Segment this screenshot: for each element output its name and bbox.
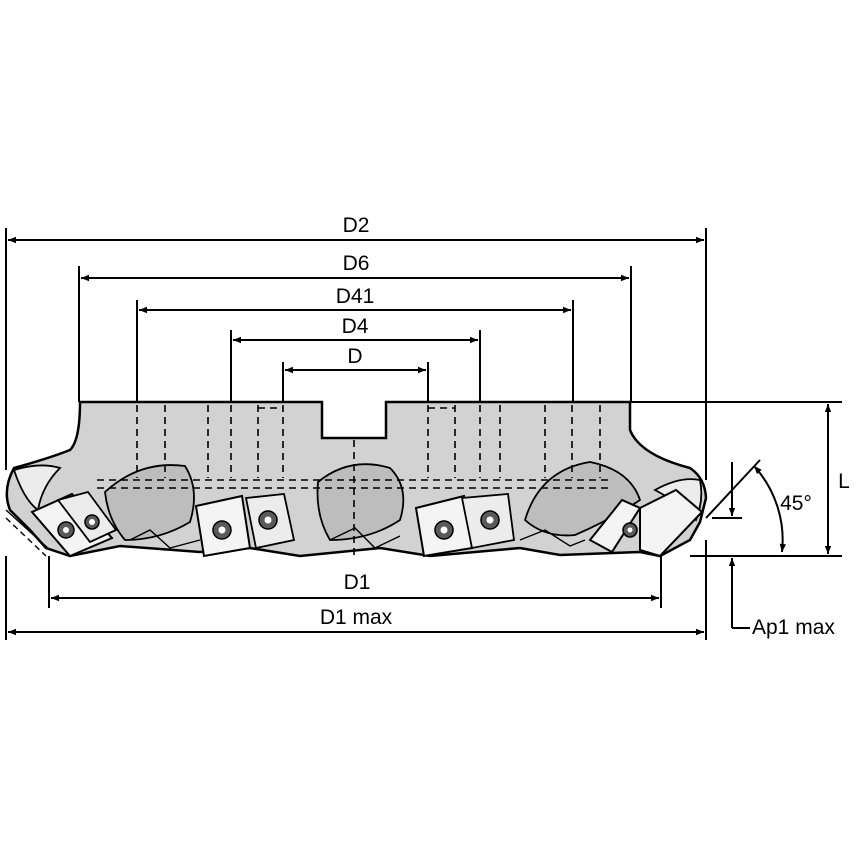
chip-pocket-2 — [316, 463, 405, 541]
label-ap1max: Ap1 max — [752, 616, 835, 639]
left-bevel — [5, 509, 51, 557]
label-d41: D41 — [336, 285, 375, 308]
label-d4: D4 — [342, 315, 369, 338]
label-d1: D1 — [344, 571, 371, 594]
dimension-lines — [8, 236, 832, 636]
insert-4 — [588, 488, 704, 558]
label-l: L — [838, 470, 850, 493]
label-d1max: D1 max — [320, 606, 393, 629]
label-d6: D6 — [343, 252, 370, 275]
edge-face-left — [12, 464, 62, 512]
label-d: D — [347, 345, 362, 368]
angle-arc — [753, 465, 787, 553]
hidden-lines — [97, 405, 610, 555]
labels: D2 D6 D41 D4 D L 45° D1 D1 max Ap1 max — [320, 214, 850, 639]
chip-pocket-1 — [104, 464, 195, 541]
insert-1 — [30, 490, 118, 558]
angle-line — [705, 459, 761, 519]
insert-2 — [194, 493, 296, 558]
label-d2: D2 — [343, 214, 370, 237]
insert-3 — [414, 493, 516, 558]
extension-lines — [5, 228, 842, 640]
label-angle: 45° — [780, 492, 812, 515]
